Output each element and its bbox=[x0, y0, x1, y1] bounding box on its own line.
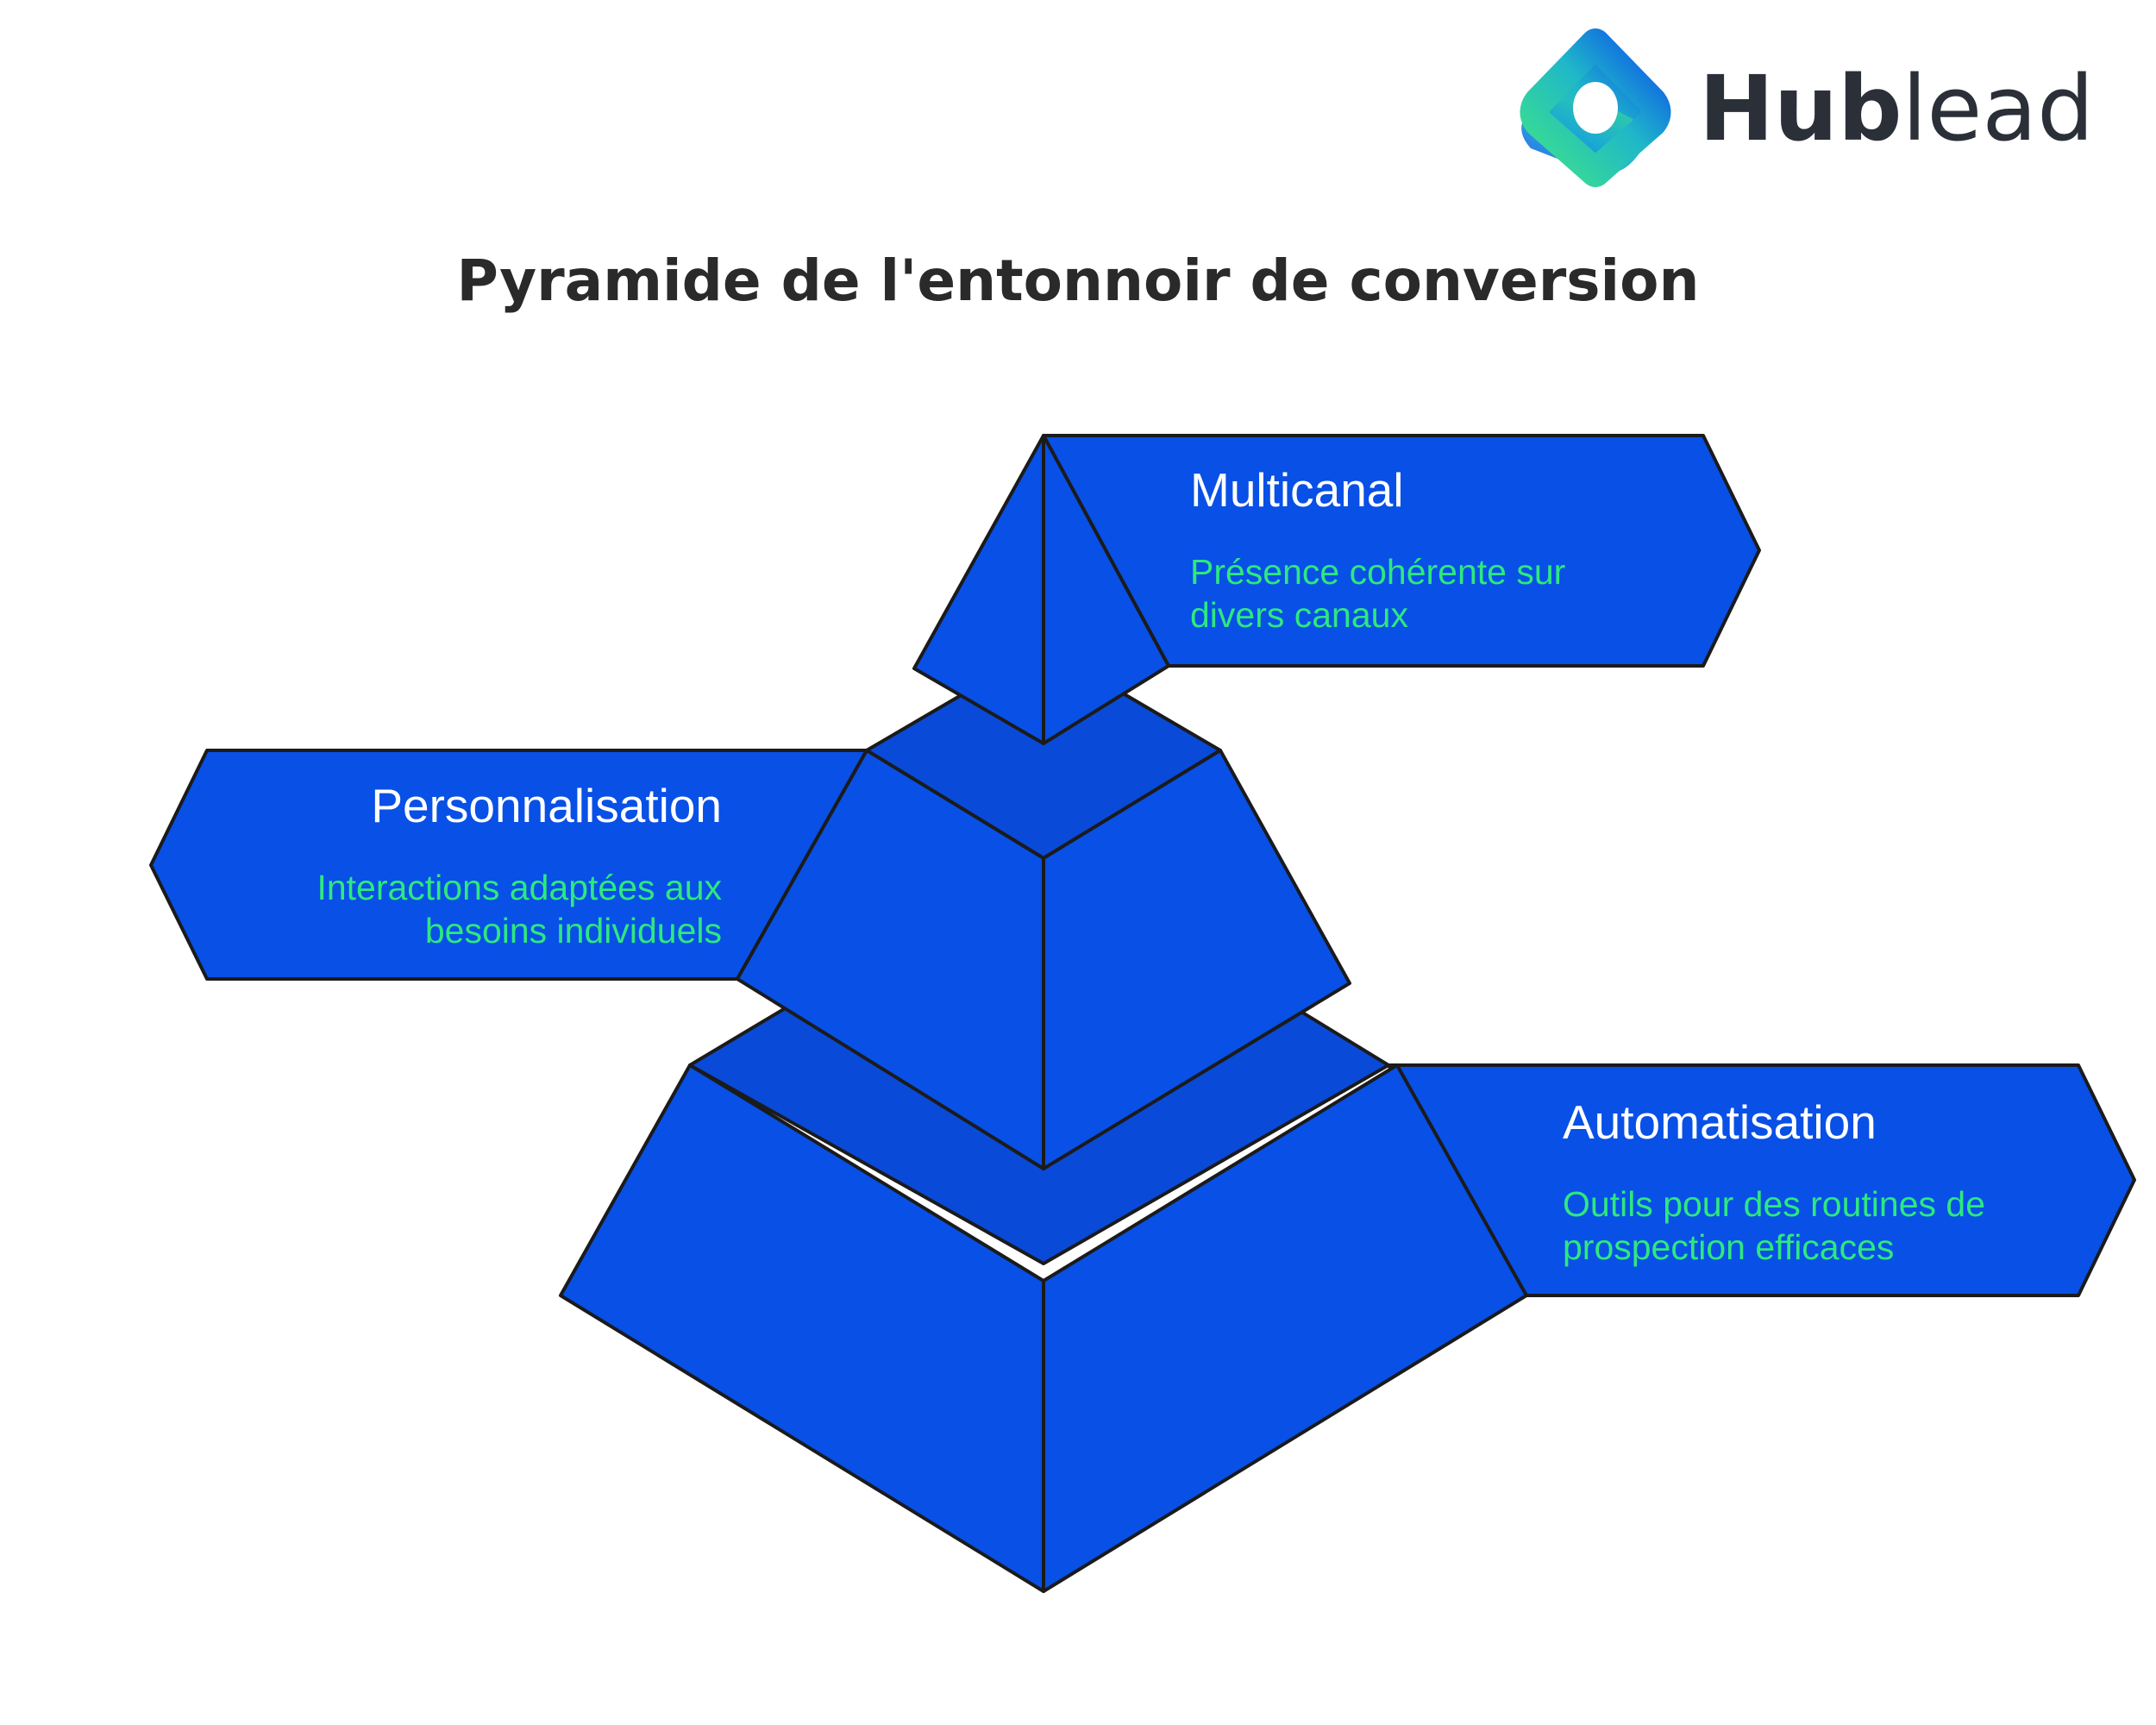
diagram-title: Pyramide de l'entonnoir de conversion bbox=[456, 248, 1699, 314]
brand-name-bold: Hub bbox=[1699, 56, 1902, 161]
label-desc-automatisation-line2: prospection efficaces bbox=[1563, 1227, 1894, 1267]
brand-name: Hublead bbox=[1699, 56, 2094, 161]
label-desc-personnalisation-line2: besoins individuels bbox=[425, 911, 722, 950]
label-banner-personnalisation bbox=[149, 749, 868, 981]
label-desc-multicanal-line1: Présence cohérente sur bbox=[1190, 552, 1565, 592]
tier-bottom bbox=[559, 852, 2136, 1593]
brand-name-light: lead bbox=[1902, 56, 2095, 161]
label-multicanal: Multicanal Présence cohérente sur divers… bbox=[1190, 463, 1565, 635]
tier-top bbox=[912, 434, 1761, 745]
pyramid-middle-right-face bbox=[1042, 749, 1351, 1170]
pyramid-top-left-face bbox=[912, 434, 1045, 745]
label-desc-automatisation-line1: Outils pour des routines de bbox=[1563, 1184, 1985, 1224]
pyramid-top-right-face bbox=[1042, 434, 1170, 745]
label-desc-personnalisation-line1: Interactions adaptées aux bbox=[317, 868, 722, 907]
label-title-automatisation: Automatisation bbox=[1563, 1095, 1877, 1149]
label-desc-multicanal-line2: divers canaux bbox=[1190, 595, 1408, 635]
label-automatisation: Automatisation Outils pour des routines … bbox=[1563, 1095, 1985, 1267]
brand-logo: Hublead bbox=[1520, 28, 2094, 187]
label-title-personnalisation: Personnalisation bbox=[371, 779, 722, 832]
label-title-multicanal: Multicanal bbox=[1190, 463, 1404, 517]
hublead-logo-icon bbox=[1520, 28, 1671, 187]
pyramid-bottom-right-face bbox=[1042, 1063, 1528, 1593]
label-personnalisation: Personnalisation Interactions adaptées a… bbox=[317, 779, 722, 950]
